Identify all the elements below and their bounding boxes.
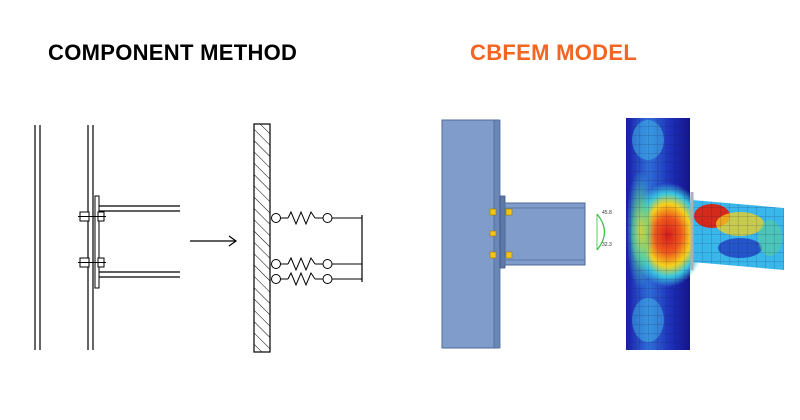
bolt-bottom <box>78 257 106 268</box>
end-plate-3d <box>499 195 506 269</box>
spring-row-bottom <box>271 271 362 287</box>
stress-contour-model <box>626 118 784 350</box>
bolt-top <box>78 211 106 222</box>
result-legend: 45.8 32.3 <box>596 210 612 251</box>
mesh-grid <box>626 118 690 350</box>
end-plate <box>94 195 100 289</box>
spring-row-middle <box>271 256 362 272</box>
column-web <box>441 119 499 349</box>
cbfem-model-title: CBFEM MODEL <box>470 40 638 65</box>
rigid-support <box>253 123 271 353</box>
component-sketch <box>34 125 180 350</box>
cbfem-geometry <box>441 119 586 349</box>
result-label-bottom: 32.3 <box>602 242 612 248</box>
beam-mesh <box>692 200 784 270</box>
component-method-title: COMPONENT METHOD <box>48 40 298 65</box>
beam-3d <box>504 202 586 266</box>
spring-row-top <box>271 210 362 226</box>
result-label-top: 45.8 <box>602 210 612 216</box>
bolt-icon <box>489 208 513 259</box>
spring-model <box>253 123 363 353</box>
arrow-icon <box>190 235 238 247</box>
